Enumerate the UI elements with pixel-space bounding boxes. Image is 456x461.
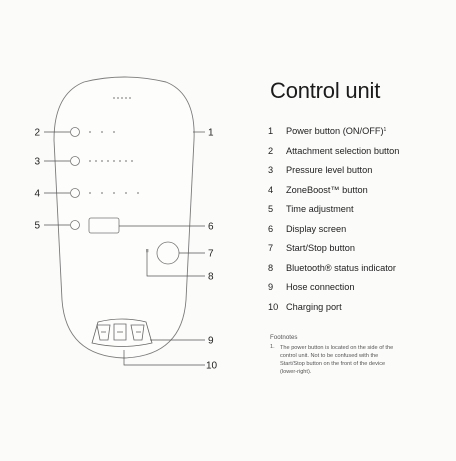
attachment-indicator-dots [89, 131, 115, 133]
zoneboost-button [70, 188, 80, 198]
callout-8: 8 [208, 272, 214, 283]
legend-label: Attachment selection button [286, 145, 400, 156]
legend-label-text: Power button (ON/OFF) [286, 126, 384, 136]
attachment-selection-button [70, 127, 80, 137]
legend-item: 5 Time adjustment [264, 202, 454, 216]
legend-item: 4 ZoneBoost™ button [264, 183, 454, 197]
bluetooth-status-indicator [146, 249, 149, 253]
callout-4: 4 [34, 189, 40, 200]
time-adjustment-button [70, 220, 80, 230]
legend-item: 3 Pressure level button [264, 163, 454, 177]
callout-7: 7 [208, 249, 214, 260]
legend-number: 10 [268, 301, 279, 312]
legend-label: Power button (ON/OFF)1 [286, 124, 386, 138]
legend-label: Pressure level button [286, 165, 373, 175]
callout-5: 5 [34, 221, 40, 232]
footnote-number: 1. [270, 344, 275, 350]
callout-10: 10 [206, 361, 218, 372]
top-led-indicator [113, 97, 131, 99]
footnote-marker: 1 [383, 127, 387, 133]
legend-number: 1 [268, 126, 274, 136]
callout-2: 2 [34, 128, 40, 139]
legend-item: 2 Attachment selection button [264, 144, 454, 158]
device-body-outline [53, 76, 195, 359]
legend-number: 8 [268, 262, 274, 273]
legend-label: Hose connection [286, 282, 355, 292]
legend-number: 4 [268, 184, 274, 195]
legend-label: Charging port [286, 301, 342, 312]
display-screen [88, 217, 120, 234]
callout-6: 6 [208, 222, 214, 233]
leader-line-8 [146, 252, 205, 277]
legend-number: 2 [268, 145, 274, 156]
pressure-indicator-dots [89, 160, 133, 162]
leader-line-10 [123, 350, 205, 366]
legend-label: Bluetooth® status indicator [286, 262, 396, 273]
hose-connection [91, 318, 153, 347]
pressure-level-button [70, 156, 80, 166]
callout-3: 3 [34, 157, 40, 168]
legend-number: 7 [268, 243, 274, 253]
legend-number: 9 [268, 282, 274, 292]
footnotes-heading: Footnotes [270, 334, 298, 341]
legend-number: 3 [268, 165, 274, 175]
legend-item: 6 Display screen [264, 222, 454, 236]
callout-9: 9 [208, 336, 214, 347]
legend-item: 7 Start/Stop button [264, 241, 454, 255]
legend-label: Time adjustment [286, 204, 354, 214]
legend-number: 6 [268, 223, 274, 234]
footnote-text: The power button is located on the side … [280, 345, 394, 375]
zoneboost-indicator-dots [89, 192, 139, 194]
page-title: Control unit [270, 78, 381, 103]
legend-item: 8 Bluetooth® status indicator [264, 261, 454, 275]
legend-label: Display screen [286, 223, 347, 234]
legend-item: 10 Charging port [264, 300, 454, 314]
legend-panel: Control unit 1 Power button (ON/OFF)1 2 … [264, 0, 454, 456]
legend-item: 1 Power button (ON/OFF)1 [264, 124, 454, 138]
legend-number: 5 [268, 204, 274, 214]
legend-label: ZoneBoost™ button [286, 184, 368, 195]
legend-label: Start/Stop button [286, 243, 355, 253]
callout-1: 1 [208, 128, 214, 139]
legend-item: 9 Hose connection [264, 280, 454, 294]
